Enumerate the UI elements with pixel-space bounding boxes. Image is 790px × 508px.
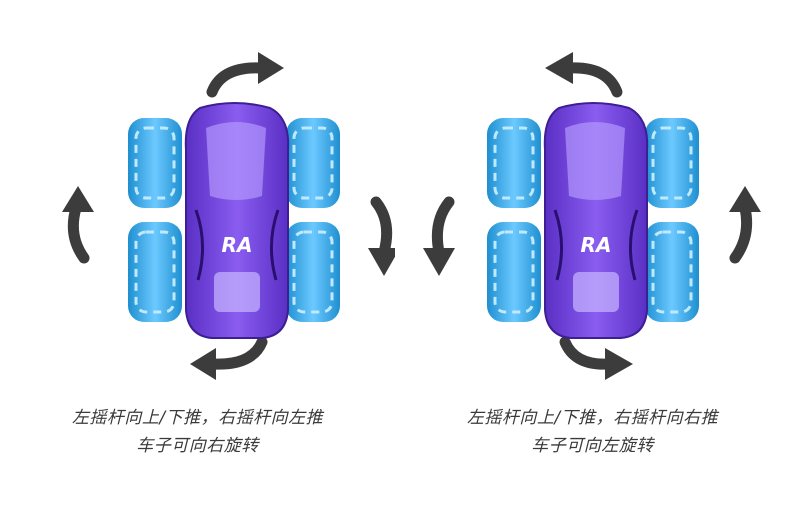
wheel-rear-left (128, 222, 182, 322)
wheel-front-left (128, 118, 182, 208)
caption-line-1: 左摇杆向上/下推，右摇杆向右推 (466, 408, 719, 428)
caption-line-2: 车子可向右旋转 (136, 436, 259, 456)
curved-arrow-icon (190, 336, 268, 380)
wheel-rear-left (487, 222, 541, 322)
right-panel: RA 左摇杆向上/下推，右摇杆向右推 车子可向左旋转 (395, 0, 790, 508)
car-body: RA (184, 102, 290, 339)
wheel-rear-right (286, 222, 340, 322)
car-badge: RA (581, 233, 612, 257)
wheel-front-right (286, 118, 340, 208)
curved-arrow-icon (545, 52, 623, 98)
wheel-front-left (487, 118, 541, 208)
caption-line-1: 左摇杆向上/下推，右摇杆向左推 (71, 408, 324, 428)
car-body: RA (543, 102, 649, 339)
curved-arrow-icon (206, 52, 284, 98)
curved-arrow-icon (559, 336, 633, 380)
wheel-front-right (645, 118, 699, 208)
down-arrow-icon (368, 196, 395, 276)
up-arrow-icon (62, 186, 94, 264)
down-arrow-icon (423, 196, 455, 276)
car-rotation-illustration-left: RA (423, 52, 761, 380)
caption: 左摇杆向上/下推，右摇杆向右推 车子可向左旋转 (395, 404, 790, 460)
up-arrow-icon (729, 186, 761, 264)
left-panel: RA 左摇杆向上/下推，右摇杆向左推 车子可向右旋转 (0, 52, 395, 460)
car-rotation-illustration-right: RA (62, 52, 395, 380)
car-badge: RA (222, 233, 253, 257)
caption: 左摇杆向上/下推，右摇杆向左推 车子可向右旋转 (0, 404, 395, 460)
wheel-rear-right (645, 222, 699, 322)
caption-line-2: 车子可向左旋转 (531, 436, 654, 456)
